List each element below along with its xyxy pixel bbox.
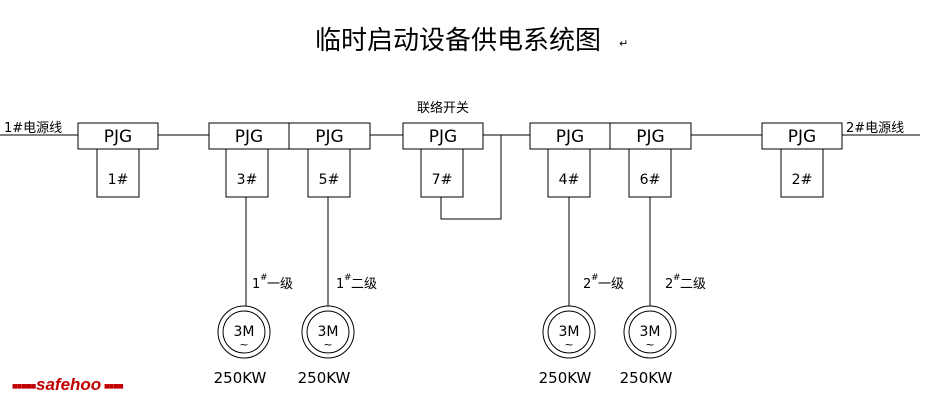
branch-sup: # [673,273,681,283]
motor-4: 3M~250KW [620,305,677,387]
cabinet-box [402,122,484,150]
cabinet-box [288,122,371,150]
cabinet-number: 1# [108,172,129,188]
motor-2: 3M~250KW [298,305,355,387]
motor-inner-ring [306,310,350,354]
branch-2: 1#二级 3M~250KW [298,197,377,387]
motor-outer-ring [217,305,271,359]
cabinet-4: PJG 7# [402,122,484,198]
branch-sup: # [591,273,599,283]
cabinet-number-box [96,148,140,198]
cabinet-number: 7# [432,172,453,188]
cabinet-label: PJG [104,127,132,147]
cabinet-number: 3# [237,172,258,188]
motor-inner-ring [222,310,266,354]
diagram-title: 临时启动设备供电系统图 [315,26,601,56]
cabinet-number-box [420,148,464,198]
cabinet-label: PJG [636,127,664,147]
motor-ac-symbol: ~ [323,338,332,351]
motor-1: 3M~250KW [214,305,271,387]
motor-ac-symbol: ~ [239,338,248,351]
watermark: ■■■■■ safehoo ■■■■ [12,375,125,394]
watermark-dots: ■■■■■ [12,383,37,390]
cabinet-label: PJG [429,127,457,147]
branch-group: 1#一级3M~250KW1#二级3M~250KW2#一级3M~250KW2#二级… [214,197,706,387]
cabinet-7: PJG 2# [761,122,843,198]
cabinet-number: 5# [319,172,340,188]
branch-level: 二级 [351,277,377,292]
cabinet-3: PJG 5# [288,122,371,198]
cabinet-number: 4# [559,172,580,188]
branch-number: 2 [583,277,591,292]
motor-label: 3M [234,324,255,340]
cabinet-number: 6# [640,172,661,188]
watermark-suffix: ■■■■ [104,383,124,390]
branch-number: 1 [252,277,260,292]
motor-ac-symbol: ~ [645,338,654,351]
cabinet-label: PJG [315,127,343,147]
motor-label: 3M [559,324,580,340]
cabinet-2: PJG 3# [208,122,290,198]
cabinet-label: PJG [235,127,263,147]
motor-power: 250KW [539,369,592,387]
motor-outer-ring [542,305,596,359]
cabinet-group: PJG 1# PJG 3# PJG 5# PJG 7# PJG 4# PJG 6# PJG 2# [77,122,843,198]
tie-switch-label: 联络开关 [417,100,469,116]
motor-label: 3M [318,324,339,340]
cabinet-number-box [780,148,824,198]
motor-3: 3M~250KW [539,305,596,387]
cabinet-number-box [225,148,269,198]
cabinet-box [609,122,692,150]
motor-power: 250KW [214,369,267,387]
cabinet-box [761,122,843,150]
motor-power: 250KW [298,369,351,387]
branch-1: 1#一级 3M~250KW [214,197,293,387]
branch-number: 1 [336,277,344,292]
cabinet-1: PJG 1# [77,122,159,198]
branch-sup: # [344,273,352,283]
branch-sup: # [260,273,268,283]
cabinet-label: PJG [556,127,584,147]
power-line-label-right: 2#电源线 [846,121,904,136]
cabinet-label: PJG [788,127,816,147]
cabinet-number-box [547,148,591,198]
tie-switch-loop [440,134,502,220]
cabinet-number-box [307,148,351,198]
cabinet-6: PJG 6# [609,122,692,198]
branch-number: 2 [665,277,673,292]
branch-level: 二级 [680,277,706,292]
cabinet-number-box [628,148,672,198]
motor-label: 3M [640,324,661,340]
motor-outer-ring [301,305,355,359]
motor-ac-symbol: ~ [564,338,573,351]
motor-power: 250KW [620,369,673,387]
motor-outer-ring [623,305,677,359]
cabinet-number: 2# [792,172,813,188]
bus-lines [0,134,920,220]
watermark-text: safehoo [36,375,101,394]
return-mark: ↵ [619,37,628,50]
branch-level: 一级 [267,277,293,292]
motor-inner-ring [628,310,672,354]
branch-level: 一级 [598,277,624,292]
motor-inner-ring [547,310,591,354]
power-line-label-left: 1#电源线 [4,121,62,136]
cabinet-5: PJG 4# [529,122,611,198]
cabinet-box [208,122,290,150]
